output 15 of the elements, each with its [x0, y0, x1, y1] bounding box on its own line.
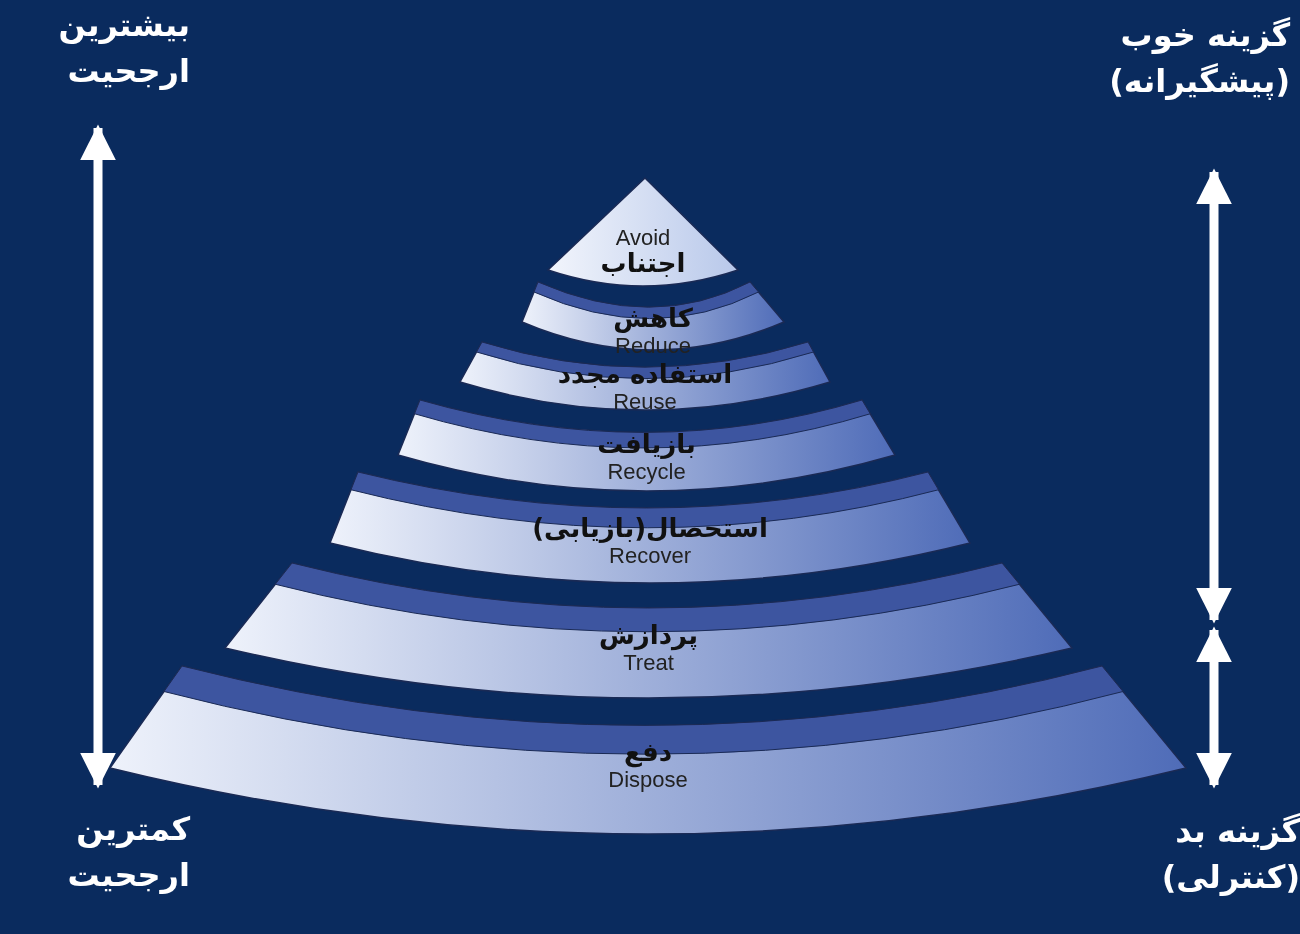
side-label: بیشترین ارجحیت [57, 5, 190, 93]
side-label: گزینه خوب (پیشگیرانه) [1108, 15, 1290, 103]
english-label: Dispose [608, 767, 688, 791]
side-label: گزینه بد (کنترلی) [1160, 811, 1300, 899]
side-label: کمترین ارجحیت [66, 809, 190, 897]
english-label: Treat [623, 650, 674, 674]
persian-label: اجتناب [600, 249, 686, 279]
persian-label: کاهش [613, 304, 693, 334]
english-label: Reuse [613, 389, 677, 413]
english-label: Recycle [607, 459, 686, 483]
english-label: Avoid [615, 226, 671, 250]
english-label: Recover [609, 543, 691, 567]
pyramid-layer [225, 563, 1072, 698]
persian-label: استحصال(بازیابی) [532, 514, 768, 544]
pyramid-layer [548, 178, 738, 286]
